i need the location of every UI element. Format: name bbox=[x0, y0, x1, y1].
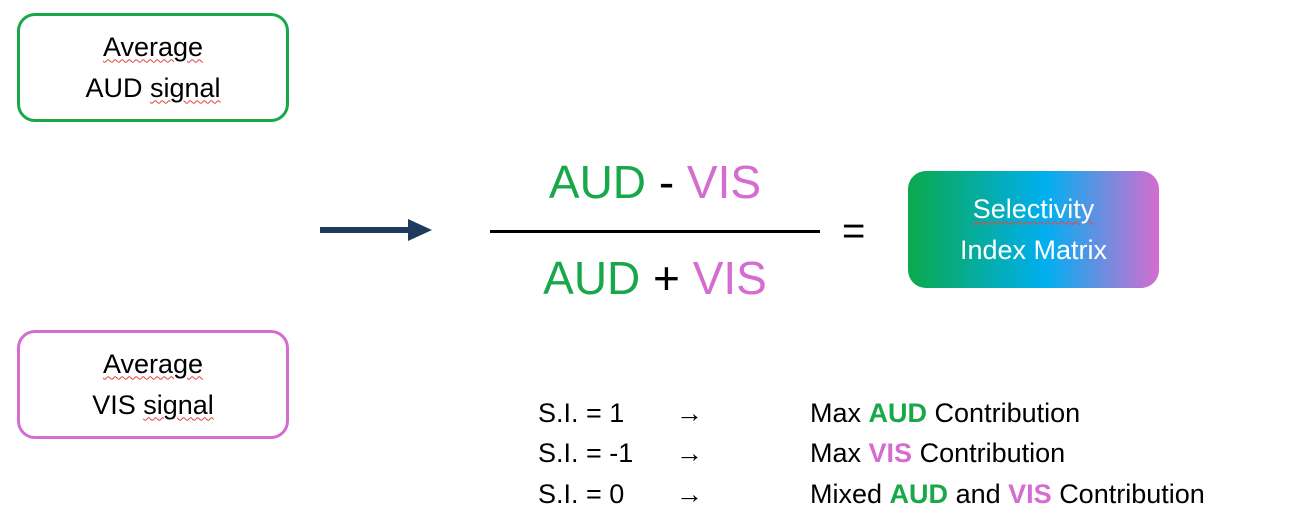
legend-description: Max VIS Contribution bbox=[810, 438, 1066, 468]
vis-box-line1: Average bbox=[102, 348, 204, 379]
right-arrow-icon bbox=[320, 219, 432, 241]
vis-box-line2: VIS signal bbox=[92, 389, 214, 420]
legend-description: Mixed AUD and VIS Contribution bbox=[810, 479, 1205, 509]
selectivity-index-box: Selectivity Index Matrix bbox=[908, 171, 1159, 288]
legend-arrow-icon: → bbox=[676, 479, 703, 509]
formula-numerator: AUD - VIS bbox=[548, 156, 762, 208]
legend-condition: S.I. = -1 bbox=[538, 438, 634, 468]
result-line2: Index Matrix bbox=[959, 234, 1108, 265]
formula-denominator: AUD + VIS bbox=[543, 252, 767, 304]
legend-description: Max AUD Contribution bbox=[810, 398, 1081, 428]
fraction-line bbox=[490, 230, 820, 233]
legend-condition: S.I. = 1 bbox=[538, 398, 625, 428]
vis-signal-box: Average VIS signal bbox=[17, 330, 289, 439]
legend-arrow-icon: → bbox=[676, 438, 703, 468]
aud-box-line2: AUD signal bbox=[85, 72, 221, 103]
result-line1: Selectivity bbox=[972, 193, 1095, 224]
legend-condition: S.I. = 0 bbox=[538, 479, 625, 509]
aud-signal-box: Average AUD signal bbox=[17, 13, 289, 122]
equals-sign: = bbox=[842, 209, 866, 253]
legend-arrow-icon: → bbox=[676, 398, 703, 428]
aud-box-line1: Average bbox=[102, 31, 204, 62]
